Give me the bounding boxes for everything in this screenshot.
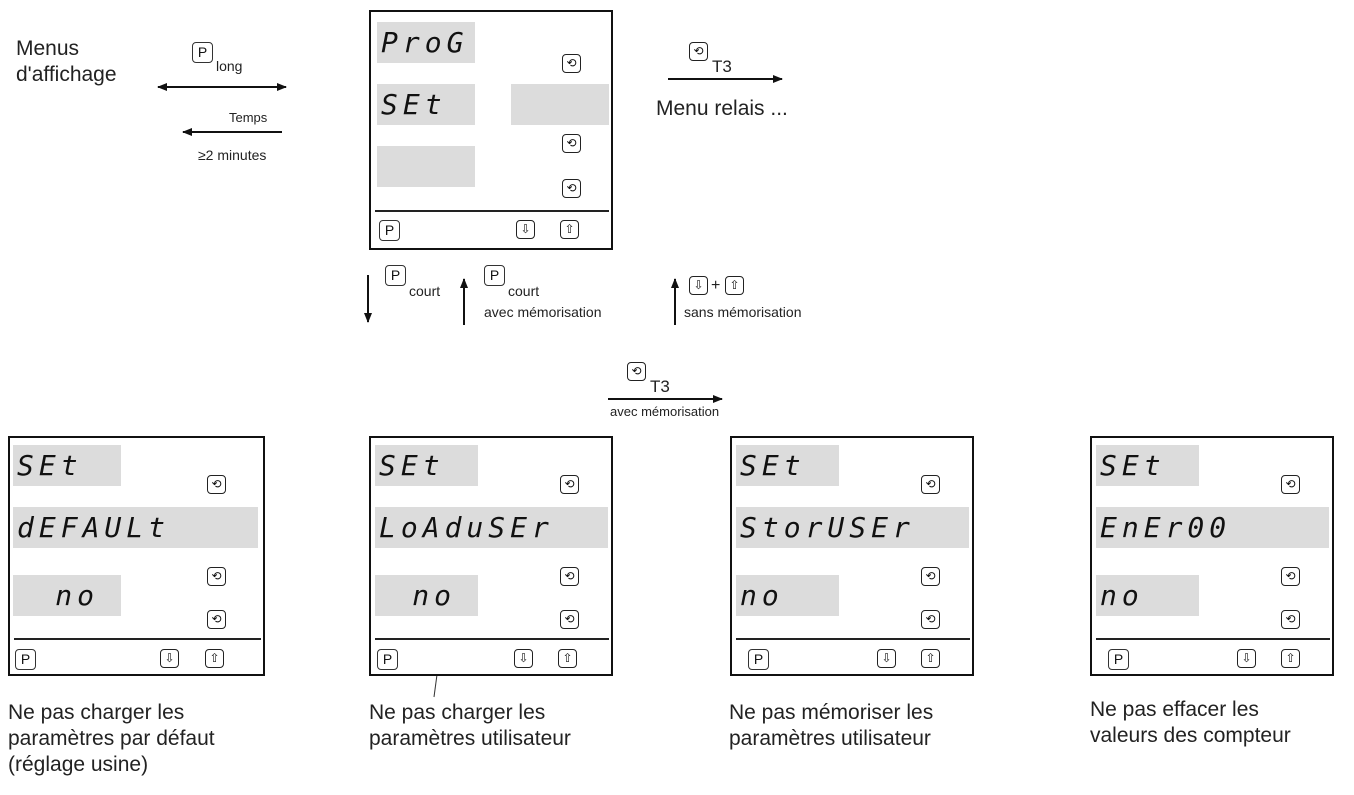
- p-long-key-icon: P: [192, 42, 213, 63]
- display-line-1: SEt: [736, 445, 839, 486]
- panel-divider: [14, 638, 261, 640]
- display-line-1: SEt: [13, 445, 121, 486]
- up-key-icon[interactable]: ⇧: [560, 220, 579, 239]
- set-default-panel: SEt dEFAULt no ⟲ ⟲ ⟲ P ⇩ ⇧: [8, 436, 265, 676]
- p-key-icon[interactable]: P: [15, 649, 36, 670]
- display-line-2: LoAduSEr: [375, 507, 608, 548]
- panel-divider: [375, 210, 609, 212]
- display-line-1: ProG: [377, 22, 475, 63]
- down-key-icon[interactable]: ⇩: [1237, 649, 1256, 668]
- avec-memorisation-label: avec mémorisation: [484, 304, 602, 320]
- display-line-3: no: [375, 575, 478, 616]
- down-key-icon: ⇩: [689, 276, 708, 295]
- display-line-2: EnEr00: [1096, 507, 1329, 548]
- minutes-label: ≥2 minutes: [198, 147, 267, 163]
- display-line-3: no: [13, 575, 121, 616]
- menus-title: Menus d'affichage: [16, 37, 117, 86]
- t3-lower-label: T3: [650, 377, 670, 396]
- caption-loaduser: Ne pas charger les paramètres utilisateu…: [369, 701, 571, 750]
- cycle-key-icon[interactable]: ⟲: [207, 567, 226, 586]
- prog-menu-panel: ProG SEt ⟲ ⟲ ⟲ P ⇩ ⇧: [369, 10, 613, 250]
- court-back-label: court: [508, 283, 540, 299]
- caption-ener: Ne pas effacer les valeurs des compteur: [1090, 698, 1291, 747]
- display-line-1: SEt: [1096, 445, 1199, 486]
- cycle-key-icon[interactable]: ⟲: [207, 610, 226, 629]
- set-loaduser-panel: SEt LoAduSEr no ⟲ ⟲ ⟲ P ⇩ ⇧: [369, 436, 613, 676]
- down-key-icon[interactable]: ⇩: [877, 649, 896, 668]
- cycle-key-icon[interactable]: ⟲: [207, 475, 226, 494]
- down-key-icon[interactable]: ⇩: [514, 649, 533, 668]
- cycle-key-icon[interactable]: ⟲: [562, 179, 581, 198]
- display-line-2: dEFAULt: [13, 507, 258, 548]
- t3-avec-memorisation-label: avec mémorisation: [610, 404, 720, 419]
- down-key-icon[interactable]: ⇩: [516, 220, 535, 239]
- p-key-icon[interactable]: P: [379, 220, 400, 241]
- panel-divider: [736, 638, 970, 640]
- panel-divider: [1096, 638, 1330, 640]
- cycle-key-icon[interactable]: ⟲: [921, 475, 940, 494]
- panel-divider: [375, 638, 609, 640]
- display-line-2: StorUSEr: [736, 507, 969, 548]
- cycle-key-icon[interactable]: ⟲: [1281, 610, 1300, 629]
- menu-relais-text: Menu relais ...: [656, 97, 788, 120]
- up-key-icon[interactable]: ⇧: [1281, 649, 1300, 668]
- court-label: court: [409, 283, 441, 299]
- p-key-icon[interactable]: P: [377, 649, 398, 670]
- cycle-key-icon: ⟲: [689, 42, 708, 61]
- cycle-key-icon: ⟲: [627, 362, 646, 381]
- up-key-icon: ⇧: [725, 276, 744, 295]
- display-line-2: SEt: [377, 84, 475, 125]
- sans-memorisation-label: sans mémorisation: [684, 304, 802, 320]
- long-label: long: [216, 58, 243, 74]
- p-short-key-icon: P: [385, 265, 406, 286]
- cycle-key-icon[interactable]: ⟲: [562, 134, 581, 153]
- cycle-key-icon[interactable]: ⟲: [560, 610, 579, 629]
- p-key-icon[interactable]: P: [1108, 649, 1129, 670]
- display-line-3: no: [736, 575, 839, 616]
- display-line-3: no: [1096, 575, 1199, 616]
- up-key-icon[interactable]: ⇧: [205, 649, 224, 668]
- temps-label: Temps: [229, 110, 268, 125]
- cycle-key-icon[interactable]: ⟲: [562, 54, 581, 73]
- up-key-icon[interactable]: ⇧: [558, 649, 577, 668]
- display-blank-right: [511, 84, 609, 125]
- plus-sign: +: [711, 277, 721, 294]
- display-line-3: [377, 146, 475, 187]
- down-key-icon[interactable]: ⇩: [160, 649, 179, 668]
- cycle-key-icon[interactable]: ⟲: [921, 567, 940, 586]
- cycle-key-icon[interactable]: ⟲: [560, 475, 579, 494]
- caption-storuser: Ne pas mémoriser les paramètres utilisat…: [729, 701, 934, 750]
- cycle-key-icon[interactable]: ⟲: [921, 610, 940, 629]
- t3-label: T3: [712, 57, 732, 76]
- display-line-1: SEt: [375, 445, 478, 486]
- caption-default: Ne pas charger les paramètres par défaut…: [8, 701, 215, 776]
- p-key-icon[interactable]: P: [748, 649, 769, 670]
- set-ener00-panel: SEt EnEr00 no ⟲ ⟲ ⟲ P ⇩ ⇧: [1090, 436, 1334, 676]
- cycle-key-icon[interactable]: ⟲: [1281, 567, 1300, 586]
- p-short-back-key-icon: P: [484, 265, 505, 286]
- cycle-key-icon[interactable]: ⟲: [560, 567, 579, 586]
- cycle-key-icon[interactable]: ⟲: [1281, 475, 1300, 494]
- set-storuser-panel: SEt StorUSEr no ⟲ ⟲ ⟲ P ⇩ ⇧: [730, 436, 974, 676]
- up-key-icon[interactable]: ⇧: [921, 649, 940, 668]
